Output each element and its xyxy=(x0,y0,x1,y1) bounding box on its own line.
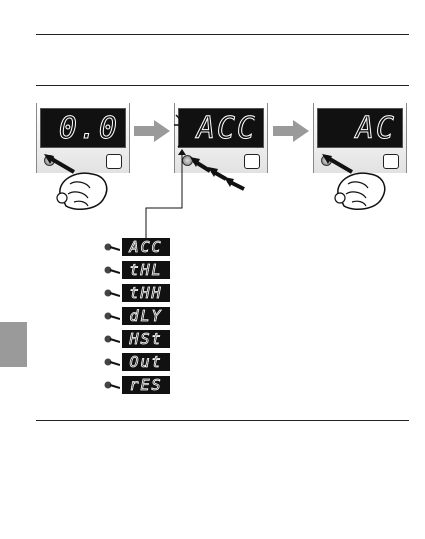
menu-display: tHH xyxy=(122,284,170,302)
key-button-icon xyxy=(104,380,120,390)
menu-display: ACC xyxy=(122,238,170,256)
bottom-rule xyxy=(36,420,409,421)
menu-item[interactable]: tHL xyxy=(104,261,170,279)
display-screen: AC xyxy=(317,108,403,148)
section-rule xyxy=(36,85,409,86)
display-readout: 0.0 xyxy=(41,112,125,146)
menu-item[interactable]: tHH xyxy=(104,284,170,302)
menu-display: HSt xyxy=(122,330,170,348)
key-button-icon xyxy=(104,265,120,275)
menu-item[interactable]: dLY xyxy=(104,307,170,325)
menu-connector xyxy=(140,145,190,245)
hand-pressing-icon xyxy=(40,150,120,218)
menu-display: tHL xyxy=(122,261,170,279)
key-button-icon xyxy=(104,311,120,321)
key-button-icon xyxy=(104,288,120,298)
gray-arrow-icon xyxy=(273,120,309,142)
top-rule xyxy=(36,34,409,35)
menu-code: Out xyxy=(122,353,170,371)
menu-display: Out xyxy=(122,353,170,371)
black-arrow-icon xyxy=(186,155,248,191)
menu-item[interactable]: HSt xyxy=(104,330,170,348)
menu-code: tHH xyxy=(122,284,170,302)
menu-code: dLY xyxy=(122,307,170,325)
menu-display: dLY xyxy=(122,307,170,325)
menu-code: rES xyxy=(122,376,170,394)
display-readout: AC xyxy=(318,112,402,146)
gray-arrow-icon xyxy=(134,120,170,142)
side-tab xyxy=(0,322,27,367)
key-button-icon xyxy=(104,334,120,344)
menu-code: tHL xyxy=(122,261,170,279)
menu-code: ACC xyxy=(122,238,170,256)
menu-display: rES xyxy=(122,376,170,394)
menu-item[interactable]: Out xyxy=(104,353,170,371)
key-button-icon xyxy=(104,242,120,252)
menu-item[interactable]: ACC xyxy=(104,238,170,256)
menu-item[interactable]: rES xyxy=(104,376,170,394)
menu-code: HSt xyxy=(122,330,170,348)
hand-pressing-icon xyxy=(318,150,398,218)
key-button-icon xyxy=(104,357,120,367)
display-screen: 0.0 xyxy=(40,108,126,148)
